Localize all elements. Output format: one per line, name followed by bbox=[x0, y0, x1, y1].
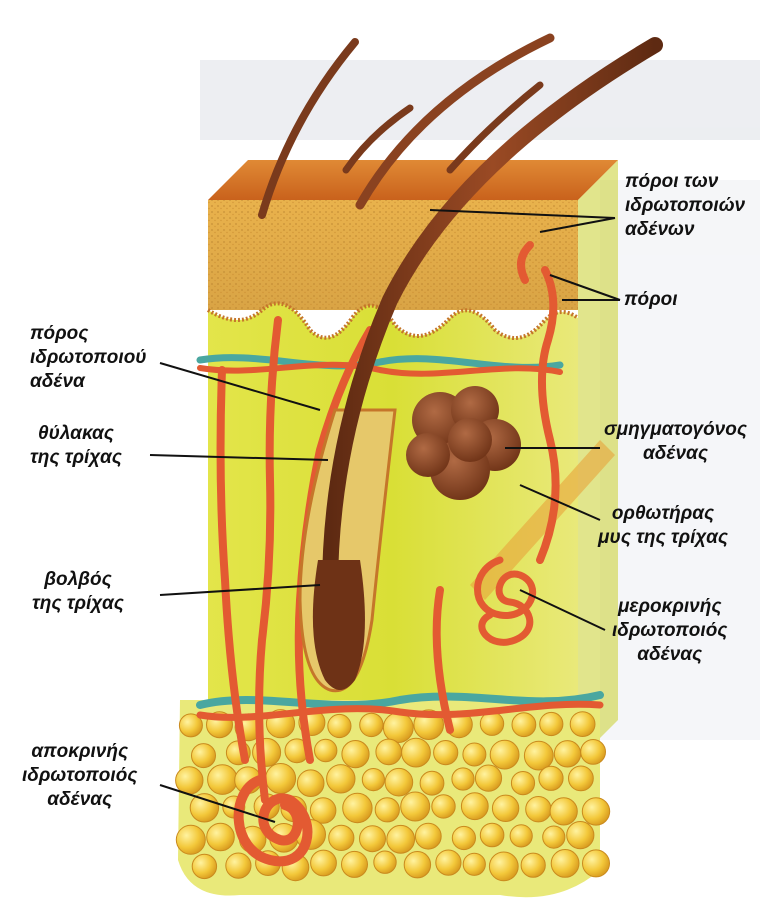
fat-globule bbox=[297, 770, 324, 797]
fat-globule bbox=[404, 852, 430, 878]
label-line: αδένας bbox=[604, 442, 747, 466]
fat-globule bbox=[343, 793, 372, 822]
label-line: πόρος bbox=[30, 322, 147, 346]
fat-globule bbox=[360, 826, 386, 852]
label-line: ορθωτήρας bbox=[598, 502, 728, 526]
fat-globule bbox=[383, 713, 413, 743]
fat-globule bbox=[550, 798, 577, 825]
fat-globule bbox=[463, 743, 486, 766]
label-line: αδένων bbox=[625, 218, 745, 242]
label-line: σμηγματογόνος bbox=[604, 418, 747, 442]
fat-globule bbox=[176, 825, 205, 854]
label-line: βολβός bbox=[32, 568, 124, 592]
label-line: ιδρωτοποιός bbox=[22, 764, 137, 788]
fat-globule bbox=[436, 850, 461, 875]
fat-globule bbox=[402, 738, 431, 767]
fat-globule bbox=[385, 768, 413, 796]
fat-globule bbox=[192, 854, 216, 878]
fat-globule bbox=[374, 851, 396, 873]
label-line: θύλακας bbox=[30, 422, 122, 446]
label-line: ιδρωτοποιών bbox=[625, 194, 745, 218]
fat-globule bbox=[226, 853, 251, 878]
fat-globule bbox=[342, 741, 369, 768]
fat-globule bbox=[376, 739, 402, 765]
label-line: της τρίχας bbox=[30, 446, 122, 470]
label-line: της τρίχας bbox=[32, 592, 124, 616]
fat-globule bbox=[567, 822, 594, 849]
fat-globule bbox=[362, 769, 384, 791]
label-hair-follicle: θύλακας της τρίχας bbox=[30, 422, 122, 470]
fat-globule bbox=[315, 739, 337, 761]
fat-globule bbox=[492, 795, 518, 821]
label-line: μυς της τρίχας bbox=[598, 526, 728, 550]
fat-globule bbox=[266, 764, 296, 794]
label-line: μεροκρινής bbox=[612, 595, 727, 619]
fat-globule bbox=[475, 765, 501, 791]
fat-globule bbox=[543, 826, 565, 848]
fat-globule bbox=[208, 765, 238, 795]
fat-globule bbox=[401, 792, 430, 821]
fat-globule bbox=[582, 798, 609, 825]
fat-globule bbox=[569, 766, 594, 791]
fat-globule bbox=[387, 825, 415, 853]
label-apocrine-gland: αποκρινής ιδρωτοποιός αδένας bbox=[22, 740, 137, 812]
fat-globule bbox=[452, 768, 474, 790]
label-line: αποκρινής bbox=[22, 740, 137, 764]
label-line: ιδρωτοποιός bbox=[612, 619, 727, 643]
fat-globule bbox=[554, 741, 580, 767]
fat-globule bbox=[524, 741, 553, 770]
fat-globule bbox=[570, 712, 595, 737]
fat-globule bbox=[420, 771, 444, 795]
fat-globule bbox=[432, 795, 455, 818]
label-sweat-gland-pore: πόρος ιδρωτοποιού αδένα bbox=[30, 322, 147, 394]
label-line: ιδρωτοποιού bbox=[30, 346, 147, 370]
fat-globule bbox=[452, 826, 475, 849]
fat-globule bbox=[512, 713, 536, 737]
fat-globule bbox=[360, 713, 383, 736]
fat-globule bbox=[192, 744, 216, 768]
label-arrector-muscle: ορθωτήρας μυς της τρίχας bbox=[598, 502, 728, 550]
fat-globule bbox=[463, 853, 485, 875]
fat-globule bbox=[539, 766, 563, 790]
fat-globule bbox=[526, 797, 551, 822]
label-line: αδένας bbox=[612, 643, 727, 667]
fat-globule bbox=[310, 798, 336, 824]
label-pores-of-sweat-glands: πόροι των ιδρωτοποιών αδένων bbox=[625, 170, 745, 242]
fat-globule bbox=[489, 852, 518, 881]
fat-globule bbox=[581, 740, 606, 765]
fat-globule bbox=[375, 798, 399, 822]
fat-globule bbox=[461, 793, 488, 820]
label-line: αδένα bbox=[30, 370, 147, 394]
fat-globule bbox=[342, 851, 368, 877]
label-line: πόροι των bbox=[625, 170, 745, 194]
fat-globule bbox=[551, 850, 579, 878]
fat-globule bbox=[415, 823, 441, 849]
fat-globule bbox=[510, 825, 532, 847]
label-hair-bulb: βολβός της τρίχας bbox=[32, 568, 124, 616]
fat-globule bbox=[329, 825, 354, 850]
fat-globule bbox=[207, 823, 235, 851]
fat-globule bbox=[540, 712, 563, 735]
fat-globule bbox=[311, 850, 337, 876]
fat-globule bbox=[434, 741, 458, 765]
label-eccrine-gland: μεροκρινής ιδρωτοποιός αδένας bbox=[612, 595, 727, 667]
fat-globule bbox=[327, 765, 355, 793]
label-sebaceous-gland: σμηγματογόνος αδένας bbox=[604, 418, 747, 466]
fat-globule bbox=[328, 714, 351, 737]
label-line: πόροι bbox=[624, 288, 678, 312]
fat-globule bbox=[176, 767, 203, 794]
fat-globule bbox=[583, 850, 610, 877]
fat-globule bbox=[490, 740, 519, 769]
fat-globule bbox=[480, 823, 504, 847]
fat-globule bbox=[521, 853, 545, 877]
label-pores: πόροι bbox=[624, 288, 678, 312]
fat-globule bbox=[190, 794, 218, 822]
label-line: αδένας bbox=[22, 788, 137, 812]
fat-globule bbox=[511, 772, 534, 795]
